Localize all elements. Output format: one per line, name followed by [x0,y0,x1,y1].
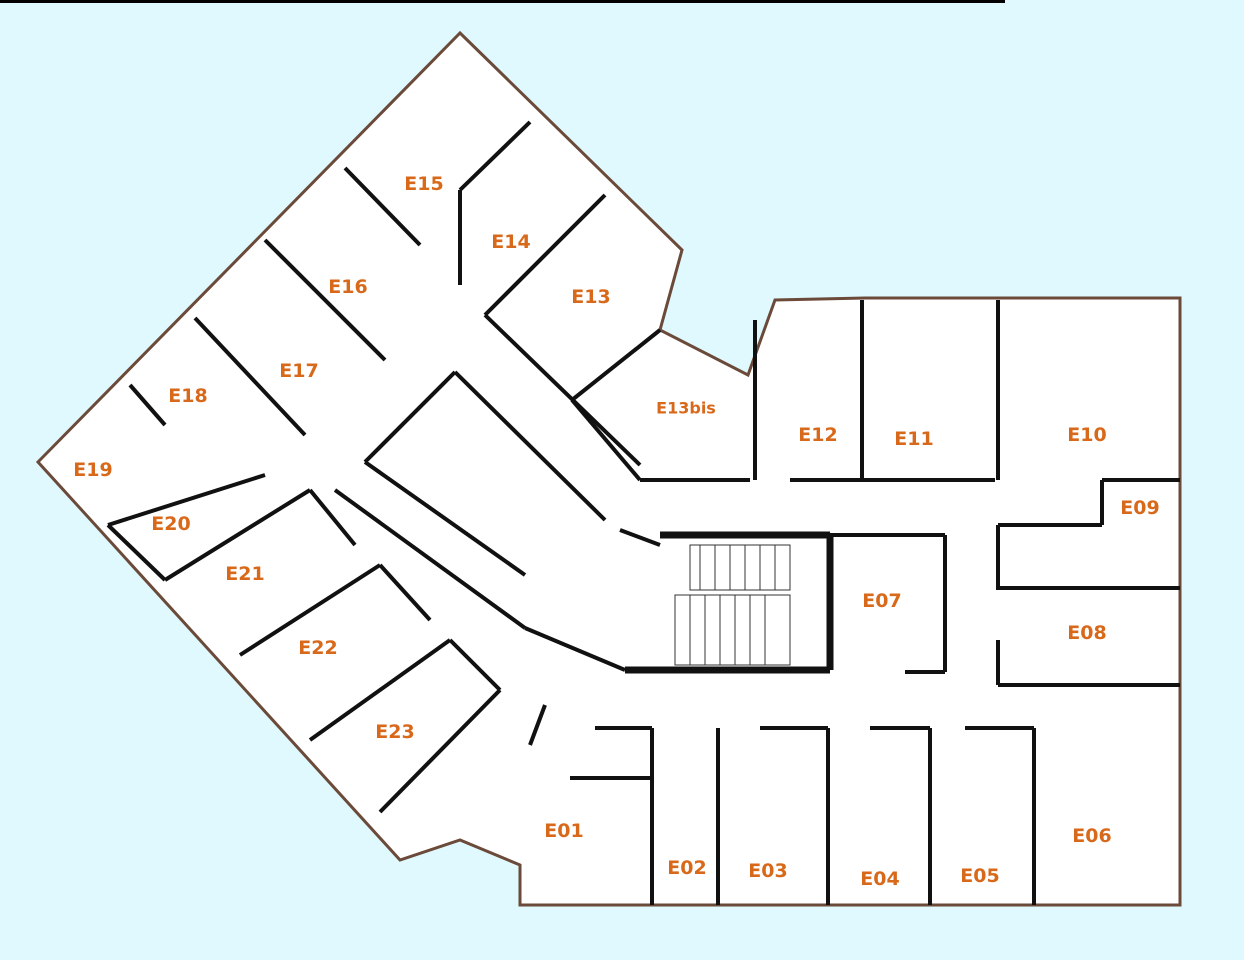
room-label-e21: E21 [225,563,265,585]
room-label-e15: E15 [404,173,444,195]
staircase [674,544,791,666]
room-label-e07: E07 [862,590,902,612]
room-label-e12: E12 [798,424,838,446]
room-label-e16: E16 [328,276,368,298]
room-label-e02: E02 [667,857,707,879]
room-label-e19: E19 [73,459,113,481]
room-label-e22: E22 [298,637,338,659]
room-label-e13: E13 [571,286,611,308]
header-rule [0,0,1005,3]
room-label-e05: E05 [960,865,1000,887]
room-label-e11: E11 [894,428,934,450]
room-label-e13bis: E13bis [656,398,716,418]
room-label-e04: E04 [860,868,900,890]
room-label-e17: E17 [279,360,319,382]
room-label-e23: E23 [375,721,415,743]
room-label-e03: E03 [748,860,788,882]
room-label-e14: E14 [491,231,531,253]
room-label-e01: E01 [544,820,584,842]
interior-walls [106,120,1180,905]
building-footprint [35,30,1182,907]
room-label-e09: E09 [1120,497,1160,519]
room-label-e10: E10 [1067,424,1107,446]
room-label-e06: E06 [1072,825,1112,847]
room-label-e20: E20 [151,513,191,535]
room-label-e08: E08 [1067,622,1107,644]
room-label-e18: E18 [168,385,208,407]
